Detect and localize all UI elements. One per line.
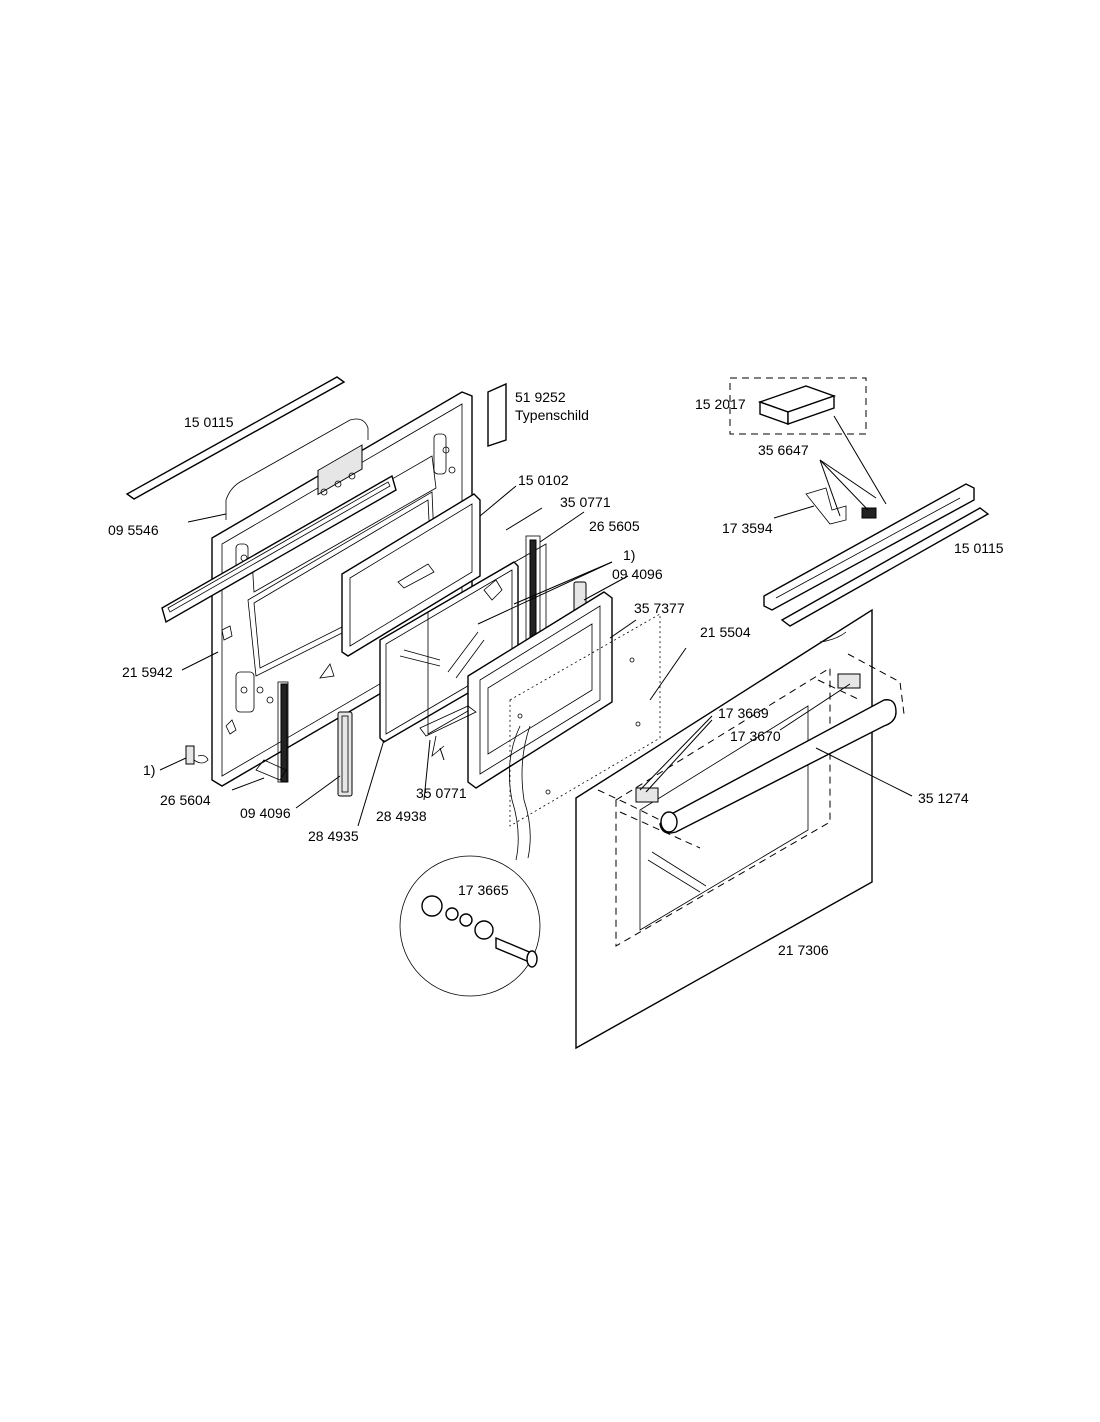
label-1-left: 1) (143, 762, 155, 778)
left-hinge-parts (185, 681, 353, 797)
label-215942: 21 5942 (122, 664, 173, 680)
top-right-parts (729, 377, 990, 627)
label-284935: 28 4935 (308, 828, 359, 844)
label-094096-left: 09 4096 (240, 805, 291, 821)
label-350771-top: 35 0771 (560, 494, 611, 510)
label-typenschild: Typenschild (515, 407, 589, 423)
label-173669: 17 3669 (718, 705, 769, 721)
middle-glass-parts (341, 382, 661, 827)
part-number-labels: 15 0115 09 5546 21 5942 1) 26 5604 09 40… (108, 389, 1004, 958)
label-265604: 26 5604 (160, 792, 211, 808)
label-173670: 17 3670 (730, 728, 781, 744)
label-150115-left: 15 0115 (184, 414, 234, 430)
label-152017: 15 2017 (695, 396, 746, 412)
label-094096-right: 09 4096 (612, 566, 663, 582)
label-1-right: 1) (623, 547, 635, 563)
label-215504: 21 5504 (700, 624, 751, 640)
label-150102: 15 0102 (518, 472, 569, 488)
label-356647: 35 6647 (758, 442, 809, 458)
label-351274: 35 1274 (918, 790, 969, 806)
label-173594: 17 3594 (722, 520, 773, 536)
label-284938: 28 4938 (376, 808, 427, 824)
fastener-detail (399, 725, 541, 997)
label-265605: 26 5605 (589, 518, 640, 534)
label-150115-right: 15 0115 (954, 540, 1004, 556)
label-095546: 09 5546 (108, 522, 159, 538)
label-357377: 35 7377 (634, 600, 685, 616)
label-217306: 21 7306 (778, 942, 829, 958)
leader-lines (159, 415, 913, 827)
label-519252: 51 9252 (515, 389, 566, 405)
label-173665: 17 3665 (458, 882, 509, 898)
label-350771-bottom: 35 0771 (416, 785, 467, 801)
outer-door (575, 608, 905, 1050)
